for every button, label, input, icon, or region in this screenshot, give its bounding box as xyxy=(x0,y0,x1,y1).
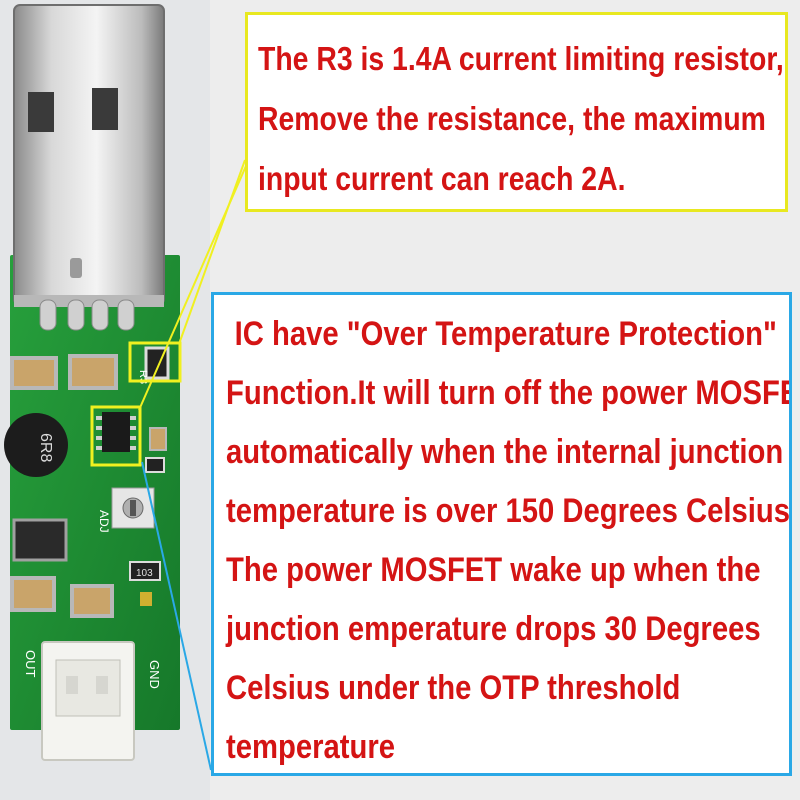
r3-callout-line-3: input current can reach 2A. xyxy=(258,160,626,197)
inductor: 6R8 xyxy=(4,413,68,477)
otp-info-callout: IC have "Over Temperature Protection" Fu… xyxy=(211,292,792,776)
r3-info-callout: The R3 is 1.4A current limiting resistor… xyxy=(245,12,788,212)
otp-callout-line-5: The power MOSFET wake up when the xyxy=(226,551,761,589)
r3-callout-line-1: The R3 is 1.4A current limiting resistor… xyxy=(258,40,784,77)
adj-silk-label: ADJ xyxy=(97,510,111,533)
usb-plug xyxy=(13,4,165,331)
output-connector: GND OUT xyxy=(23,641,162,761)
otp-callout-line-2: Function.It will turn off the power MOSF… xyxy=(226,374,792,412)
yellow-leader-line-1 xyxy=(178,159,246,345)
ic-highlight-box xyxy=(90,405,142,467)
otp-callout-line-3: automatically when the internal junction… xyxy=(226,433,792,471)
otp-callout-line-6: junction emperature drops 30 Degrees xyxy=(226,610,761,648)
yellow-leader-line-2 xyxy=(138,165,247,411)
capacitor-row-top xyxy=(10,354,118,390)
pot-code-label: 103 xyxy=(136,568,153,579)
r3-callout-line-2: Remove the resistance, the maximum xyxy=(258,100,766,137)
inductor-label: 6R8 xyxy=(37,433,54,462)
out-silk-label: OUT xyxy=(23,650,38,678)
otp-callout-line-8: temperature xyxy=(226,728,396,766)
otp-callout-line-1: IC have "Over Temperature Protection" xyxy=(234,315,777,353)
blue-leader-line xyxy=(141,461,212,771)
gnd-silk-label: GND xyxy=(147,660,162,689)
otp-callout-line-4: temperature is over 150 Degrees Celsius. xyxy=(226,492,792,530)
diode xyxy=(12,518,68,562)
otp-callout-line-7: Celsius under the OTP threshold xyxy=(226,669,681,707)
ic-chip xyxy=(96,412,136,452)
r3-highlight-box xyxy=(128,341,182,383)
potentiometer: ADJ xyxy=(97,487,155,533)
